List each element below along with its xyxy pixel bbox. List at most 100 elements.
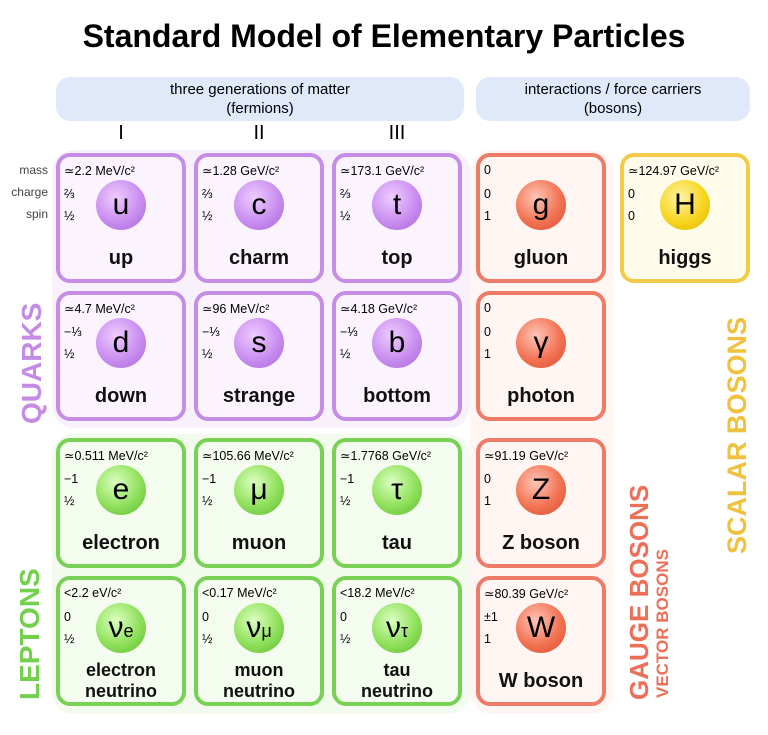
- gluon-charge: 0: [484, 187, 491, 201]
- scalar-bosons-label: SCALAR BOSONS: [722, 316, 752, 554]
- diagram-title: Standard Model of Elementary Particles: [82, 18, 686, 54]
- higgs-mass: ≃124.97 GeV/c²: [628, 164, 720, 178]
- muon-neutrino-symbol: νμ: [234, 603, 284, 653]
- fermions-header-line1: three generations of matter: [169, 81, 351, 98]
- particle-card-photon: 0 0 1 γ photon: [476, 291, 606, 421]
- top-mass: ≃173.1 GeV/c²: [340, 164, 425, 178]
- top-spin: ½: [340, 209, 351, 223]
- particle-card-gluon: 0 0 1 g gluon: [476, 153, 606, 283]
- top-name: top: [381, 247, 413, 269]
- generation-3-label: III: [388, 122, 406, 144]
- particle-card-up: ≃2.2 MeV/c² ⅔ ½ u up: [56, 153, 186, 283]
- bosons-header-line1: interactions / force carriers: [524, 81, 702, 98]
- particle-card-tau-neutrino: <18.2 MeV/c² 0 ½ ντ tau neutrino: [332, 576, 462, 706]
- electron-neutrino-symbol-main: ν: [108, 611, 124, 644]
- down-charge: −⅓: [64, 325, 82, 339]
- higgs-symbol: H: [660, 180, 710, 230]
- w-boson-mass: ≃80.39 GeV/c²: [484, 587, 569, 601]
- bottom-mass: ≃4.18 GeV/c²: [340, 302, 418, 316]
- electron-neutrino-mass: <2.2 eV/c²: [64, 586, 122, 600]
- muon-symbol: μ: [234, 465, 284, 515]
- down-symbol: d: [96, 318, 146, 368]
- tau-neutrino-mass: <18.2 MeV/c²: [340, 586, 415, 600]
- down-mass: ≃4.7 MeV/c²: [64, 302, 135, 316]
- quarks-label: QUARKS: [16, 302, 47, 424]
- tau-charge: −1: [340, 472, 355, 486]
- electron-neutrino-symbol: νe: [96, 603, 146, 653]
- tau-neutrino-charge: 0: [340, 610, 347, 624]
- tau-neutrino-symbol-subscript: τ: [400, 621, 409, 641]
- muon-mass: ≃105.66 MeV/c²: [202, 449, 294, 463]
- tau-neutrino-name-line2: neutrino: [361, 681, 433, 701]
- particle-card-w-boson: ≃80.39 GeV/c² ±1 1 W W boson: [476, 576, 606, 706]
- photon-name: photon: [507, 385, 575, 407]
- particle-card-bottom: ≃4.18 GeV/c² −⅓ ½ b bottom: [332, 291, 462, 421]
- tau-symbol: τ: [372, 465, 422, 515]
- photon-symbol: γ: [516, 318, 566, 368]
- bottom-spin: ½: [340, 347, 351, 361]
- photon-mass: 0: [484, 301, 491, 315]
- muon-neutrino-spin: ½: [202, 632, 213, 646]
- higgs-spin: 0: [628, 209, 635, 223]
- gauge-bosons-label: GAUGE BOSONS: [624, 484, 654, 700]
- w-boson-name: W boson: [498, 670, 584, 692]
- down-name: down: [94, 385, 148, 407]
- fermions-header-line2: (fermions): [226, 100, 294, 117]
- tau-neutrino-symbol: ντ: [372, 603, 422, 653]
- electron-neutrino-name-line2: neutrino: [85, 681, 157, 701]
- charm-charge: ⅔: [202, 187, 213, 201]
- particle-card-tau: ≃1.7768 GeV/c² −1 ½ τ tau: [332, 438, 462, 568]
- muon-name: muon: [231, 532, 287, 554]
- strange-mass: ≃96 MeV/c²: [202, 302, 270, 316]
- strange-spin: ½: [202, 347, 213, 361]
- particle-card-muon-neutrino: <0.17 MeV/c² 0 ½ νμ muon neutrino: [194, 576, 324, 706]
- muon-neutrino-name-line2: neutrino: [223, 681, 295, 701]
- tau-name: tau: [382, 532, 412, 554]
- electron-charge: −1: [64, 472, 79, 486]
- tau-neutrino-symbol-main: ν: [385, 611, 401, 644]
- charm-mass: ≃1.28 GeV/c²: [202, 164, 280, 178]
- generation-1-label: I: [118, 122, 124, 144]
- particle-card-strange: ≃96 MeV/c² −⅓ ½ s strange: [194, 291, 324, 421]
- strange-charge: −⅓: [202, 325, 220, 339]
- muon-neutrino-name: muon neutrino: [198, 660, 320, 702]
- top-charge: ⅔: [340, 187, 351, 201]
- electron-symbol: e: [96, 465, 146, 515]
- muon-neutrino-symbol-subscript: μ: [261, 621, 272, 641]
- spin-label: spin: [25, 207, 48, 221]
- z-boson-spin: 1: [484, 494, 491, 508]
- up-symbol: u: [96, 180, 146, 230]
- electron-spin: ½: [64, 494, 75, 508]
- generation-2-label: II: [253, 122, 265, 144]
- electron-neutrino-name-line1: electron: [85, 660, 157, 680]
- higgs-name: higgs: [658, 247, 712, 269]
- charm-spin: ½: [202, 209, 213, 223]
- electron-mass: ≃0.511 MeV/c²: [64, 449, 148, 463]
- bosons-header: interactions / force carriers (bosons): [476, 77, 750, 121]
- particle-card-z-boson: ≃91.19 GeV/c² 0 1 Z Z boson: [476, 438, 606, 568]
- gluon-mass: 0: [484, 163, 491, 177]
- particle-card-electron: ≃0.511 MeV/c² −1 ½ e electron: [56, 438, 186, 568]
- strange-symbol: s: [234, 318, 284, 368]
- w-boson-charge: ±1: [484, 610, 498, 624]
- charge-label: charge: [11, 185, 48, 199]
- electron-neutrino-symbol-subscript: e: [123, 621, 134, 641]
- photon-charge: 0: [484, 325, 491, 339]
- top-symbol: t: [372, 180, 422, 230]
- particle-card-top: ≃173.1 GeV/c² ⅔ ½ t top: [332, 153, 462, 283]
- up-spin: ½: [64, 209, 75, 223]
- particle-card-muon: ≃105.66 MeV/c² −1 ½ μ muon: [194, 438, 324, 568]
- gluon-name: gluon: [513, 247, 569, 269]
- tau-neutrino-spin: ½: [340, 632, 351, 646]
- particle-card-electron-neutrino: <2.2 eV/c² 0 ½ νe electron neutrino: [56, 576, 186, 706]
- gluon-spin: 1: [484, 209, 491, 223]
- z-boson-name: Z boson: [502, 532, 580, 554]
- muon-neutrino-name-line1: muon: [234, 660, 284, 680]
- photon-spin: 1: [484, 347, 491, 361]
- bottom-name: bottom: [363, 385, 431, 407]
- w-boson-spin: 1: [484, 632, 491, 646]
- fermions-header: three generations of matter (fermions): [56, 77, 464, 121]
- z-boson-mass: ≃91.19 GeV/c²: [484, 449, 569, 463]
- muon-neutrino-mass: <0.17 MeV/c²: [202, 586, 277, 600]
- up-mass: ≃2.2 MeV/c²: [64, 164, 135, 178]
